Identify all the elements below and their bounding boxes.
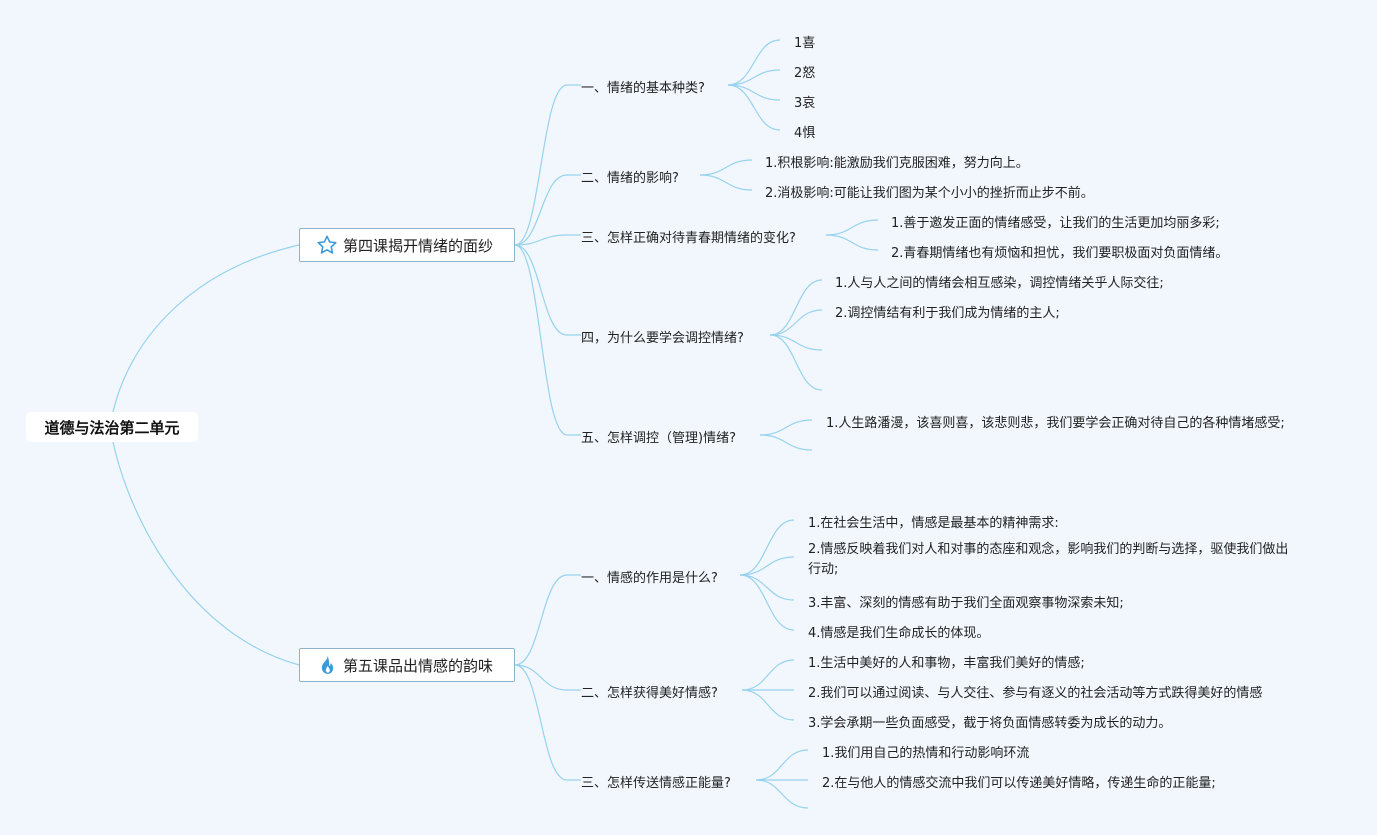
connector-lesson-5-q1-item-1 <box>739 519 795 576</box>
connector-lesson-5-q2-item-1 <box>741 659 795 691</box>
lesson-5-q2-item-3[interactable]: 3.学会承期一些负面感受，截于将负面情感转委为成长的动力。 <box>808 716 1172 731</box>
lesson-5-q3-item-2[interactable]: 2.在与他人的情感交流中我们可以传递美好情略，传递生命的正能量; <box>822 776 1216 791</box>
connector-lesson-5-q1-item-4 <box>739 574 795 631</box>
connector-lesson-5-q3-item-3 <box>755 779 809 809</box>
lesson-5-q1-item-1[interactable]: 1.在社会生活中，情感是最基本的精神需求: <box>808 516 1059 531</box>
lesson-4-q2-item-2[interactable]: 2.消极影响:可能让我们图为某个小小的挫折而止步不前。 <box>765 186 1094 201</box>
lesson-4-q1-item-3[interactable]: 3哀 <box>794 96 816 111</box>
connector-lesson-5-q2 <box>514 664 568 691</box>
connector-lesson-5-q2-item-3 <box>741 689 795 721</box>
connector-lesson-4-q2-item-1 <box>699 159 753 176</box>
connector-lesson-4-q4-item-3 <box>769 334 823 351</box>
star-outline-icon <box>316 234 338 256</box>
connector-lesson-4-q1-item-2 <box>727 69 781 86</box>
lesson-5-q1-item-2[interactable]: 2.情感反映着我们对人和对事的态座和观念，影响我们的判断与选择，驱使我们做出行动… <box>808 542 1289 577</box>
lesson-4-q1-item-1[interactable]: 1喜 <box>794 36 816 51</box>
connector-lesson-5-q1 <box>514 574 568 666</box>
lesson-4-q4-item-1[interactable]: 1.人与人之间的情绪会相互感染，调控情绪关乎人际交往; <box>835 276 1164 291</box>
connector-lesson-4-q3-item-1 <box>825 219 879 236</box>
connector-lesson-4-q1-item-4 <box>727 84 781 131</box>
lesson-5-label: 第五课品出情感的韵味 <box>343 656 494 675</box>
lesson-5-node[interactable]: 第五课品出情感的韵味 <box>299 648 515 682</box>
connector-lesson-4-q4 <box>514 244 568 336</box>
lesson-5-q2[interactable]: 二、怎样获得美好情感? <box>581 686 718 701</box>
connector-lesson-4-q5-item-2 <box>759 434 813 451</box>
connector-lesson-4-q3 <box>514 234 568 246</box>
lesson-4-q2-item-1[interactable]: 1.积根影响:能激励我们克服困难，努力向上。 <box>765 156 1029 171</box>
fire-icon <box>316 654 338 676</box>
lesson-4-q5[interactable]: 五、怎样调控（管理)情绪? <box>581 431 736 446</box>
connector-root-lesson-5 <box>112 441 300 666</box>
connector-lesson-4-q1-item-3 <box>727 84 781 101</box>
lesson-4-q1-item-2[interactable]: 2怒 <box>794 66 816 81</box>
connector-lesson-4-q3-item-2 <box>825 234 879 251</box>
connector-lesson-4-q2 <box>514 174 568 246</box>
connector-lesson-4-q1 <box>514 84 568 246</box>
lesson-4-node[interactable]: 第四课揭开情绪的面纱 <box>299 228 515 262</box>
lesson-4-q3-item-1[interactable]: 1.善于邀发正面的情绪感受，让我们的生活更加均丽多彩; <box>891 216 1220 231</box>
lesson-4-q5-item-1[interactable]: 1.人生路潘漫，该喜则喜，该悲则悲，我们要学会正确对待自己的各种情堵感受; <box>826 416 1285 431</box>
lesson-5-q2-item-1[interactable]: 1.生活中美好的人和事物，丰富我们美好的情感; <box>808 656 1085 671</box>
connector-lesson-4-q4-item-1 <box>769 279 823 336</box>
lesson-4-q1[interactable]: 一、情绪的基本种类? <box>581 81 705 96</box>
lesson-4-q4[interactable]: 四，为什么要学会调控情绪? <box>581 331 744 346</box>
connector-lesson-5-q3-item-1 <box>755 749 809 781</box>
lesson-5-q1-item-4[interactable]: 4.情感是我们生命成长的体现。 <box>808 626 990 641</box>
lesson-4-q3[interactable]: 三、怎样正确对待青春期情绪的变化? <box>581 231 796 246</box>
connector-lesson-5-q1-item-3 <box>739 574 795 601</box>
connector-lesson-4-q4-item-4 <box>769 334 823 391</box>
lesson-5-q2-item-2[interactable]: 2.我们可以通过阅读、与人交往、参与有逐义的社会活动等方式跌得美好的情感 <box>808 686 1263 701</box>
connector-root-lesson-4 <box>112 244 300 413</box>
connector-lesson-4-q5-item-1 <box>759 419 813 436</box>
root-node[interactable]: 道德与法治第二单元 <box>26 412 198 442</box>
lesson-5-q1-item-3[interactable]: 3.丰富、深刻的情感有助于我们全面观察事物深索未知; <box>808 596 1124 611</box>
lesson-4-q3-item-2[interactable]: 2.青春期情绪也有烦恼和担忧，我们要职极面对负面情绪。 <box>891 246 1229 261</box>
lesson-4-label: 第四课揭开情绪的面纱 <box>343 236 494 255</box>
connector-lesson-5-q1-item-2 <box>739 556 795 576</box>
lesson-4-q1-item-4[interactable]: 4惧 <box>794 126 816 141</box>
connector-lesson-4-q5 <box>514 244 568 436</box>
connector-lesson-4-q2-item-2 <box>699 174 753 191</box>
lesson-4-q2[interactable]: 二、情绪的影响? <box>581 171 679 186</box>
lesson-4-q4-item-2[interactable]: 2.调控情结有利于我们成为情绪的主人; <box>835 306 1060 321</box>
lesson-5-q3[interactable]: 三、怎样传送情感正能量? <box>581 776 731 791</box>
connector-lesson-5-q3 <box>514 664 568 781</box>
connector-lesson-4-q1-item-1 <box>727 39 781 86</box>
connector-lesson-4-q4-item-2 <box>769 309 823 336</box>
lesson-5-q1[interactable]: 一、情感的作用是什么? <box>581 571 718 586</box>
lesson-5-q3-item-1[interactable]: 1.我们用自己的热情和行动影响环流 <box>822 746 1030 761</box>
